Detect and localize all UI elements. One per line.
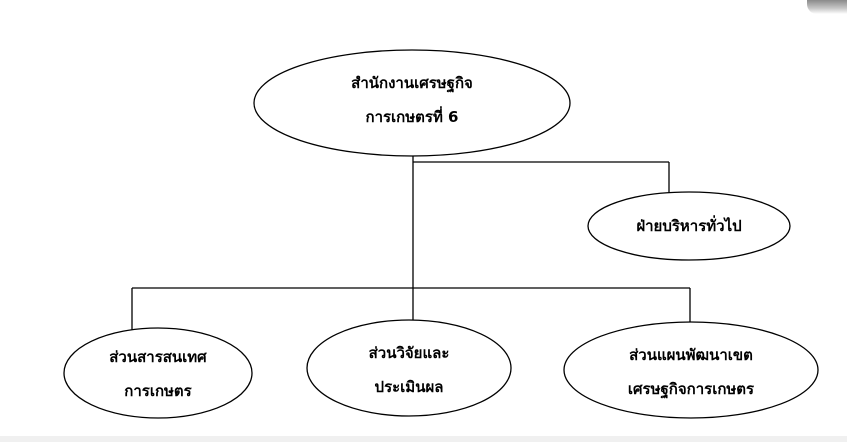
bottom-strip bbox=[0, 436, 847, 442]
node-child-2-ellipse bbox=[306, 319, 512, 417]
node-child-2: ส่วนวิจัยและ ประเมินผล bbox=[306, 319, 512, 417]
node-child-3-label-line2: เศรษฐกิจการเกษตร bbox=[628, 380, 755, 399]
node-child-1-label-line1: ส่วนสารสนเทศ bbox=[109, 348, 207, 366]
node-child-3-label-line1: ส่วนแผนพัฒนาเขต bbox=[629, 346, 753, 364]
node-child-1: ส่วนสารสนเทศ การเกษตร bbox=[63, 327, 253, 419]
node-side-branch: ฝ่ายบริหารทั่วไป bbox=[587, 191, 791, 261]
node-side-branch-ellipse bbox=[587, 191, 791, 261]
node-child-1-label-line2: การเกษตร bbox=[124, 382, 192, 400]
page-corner-shadow bbox=[807, 0, 847, 14]
node-root-label-line1: สำนักงานเศรษฐกิจ bbox=[351, 74, 473, 93]
node-child-2-label-line2: ประเมินผล bbox=[375, 378, 444, 396]
node-root-ellipse bbox=[253, 49, 571, 157]
node-root: สำนักงานเศรษฐกิจ การเกษตรที่ 6 bbox=[253, 49, 571, 157]
node-child-3: ส่วนแผนพัฒนาเขต เศรษฐกิจการเกษตร bbox=[563, 321, 819, 419]
node-child-2-label-line1: ส่วนวิจัยและ bbox=[369, 344, 450, 362]
node-child-1-ellipse bbox=[63, 327, 253, 419]
node-child-3-ellipse bbox=[563, 321, 819, 419]
node-side-branch-label: ฝ่ายบริหารทั่วไป bbox=[636, 215, 741, 235]
node-root-label-line2: การเกษตรที่ 6 bbox=[365, 106, 458, 126]
connector-lines bbox=[131, 153, 691, 339]
